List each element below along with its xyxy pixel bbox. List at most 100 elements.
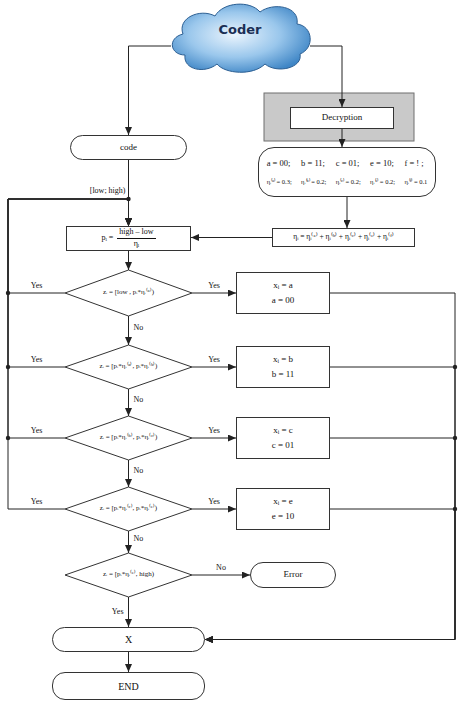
decision-diamond: zᵢ = [low , pᵢ*ηᵢ⁽ᵃ⁾) (65, 270, 192, 316)
diamond-outline (65, 416, 192, 460)
junction-dot (453, 436, 457, 440)
flow-arrow (129, 46, 172, 135)
diamond-outline (65, 270, 192, 316)
edge-label: No (134, 467, 144, 475)
edge-label: No (134, 324, 144, 332)
edge-label: Yes (31, 282, 43, 290)
flow-arrow (205, 509, 455, 640)
fraction-numerator: high – low (117, 228, 155, 239)
edge-label: Yes (208, 427, 220, 435)
key-entry: a = 00; (267, 159, 292, 168)
diamond-outline (65, 553, 192, 597)
edge-label: No (216, 564, 226, 572)
box-text: Error (284, 570, 303, 580)
flow-arrow (192, 509, 236, 510)
formula-box: pᵢ = high – lowηᵢ (66, 226, 191, 251)
box-text: c = 01 (272, 441, 295, 451)
flow-arrow (128, 316, 129, 345)
box-text: X (125, 634, 132, 645)
junction-dot (6, 365, 10, 369)
box-text: xᵢ = c (273, 426, 293, 436)
condition-text: zᵢ = [pᵢ*ηᵢ⁽ᵃ⁾, pᵢ*ηᵢ⁽ᵇ⁾) (100, 363, 158, 371)
decision-diamond: zᵢ = [pᵢ*ηᵢ⁽ᵇ⁾, pᵢ*ηᵢ⁽ᶜ⁾) (65, 416, 192, 460)
flow-arrow (128, 531, 129, 553)
flow-arrow (8, 199, 129, 367)
cloud-node: Coder (165, 0, 315, 75)
result-box: xᵢ = a a = 00 (236, 272, 330, 314)
key-entry: ηᵢ⁽ᵉ⁾ = 0.2; (370, 178, 395, 185)
edge-label: Yes (208, 282, 220, 290)
edge-label: Yes (208, 498, 220, 506)
cloud-label: Coder (218, 23, 261, 37)
box-text: e = 10 (272, 512, 295, 522)
flow-arrow (8, 199, 129, 438)
flow-arrow (205, 438, 455, 640)
junction-dot (126, 197, 130, 201)
junction-dot (453, 365, 457, 369)
result-box: xᵢ = b b = 11 (236, 346, 330, 388)
flow-arrow (191, 237, 272, 238)
result-box: xᵢ = c c = 01 (236, 417, 330, 459)
diamond-outline (65, 345, 192, 389)
flow-arrow (8, 199, 129, 293)
terminal-box: END (52, 672, 205, 700)
flow-arrow (128, 251, 129, 270)
edge-label: Yes (31, 427, 43, 435)
edge-label: Yes (31, 498, 43, 506)
flow-arrow (128, 597, 129, 627)
box-text: b = 11 (272, 370, 295, 380)
flow-arrow (310, 46, 342, 107)
key-entry: c = 01; (336, 159, 361, 168)
flow-arrow (128, 460, 129, 487)
box-text: xᵢ = e (273, 497, 293, 507)
junction-dot (453, 507, 457, 511)
edge-label: No (134, 535, 144, 543)
box-text: xᵢ = b (273, 355, 293, 365)
key-entry: e = 10; (370, 159, 395, 168)
key-entry: f = ! ; (404, 159, 427, 168)
terminal-box: X (52, 627, 205, 652)
key-entry: ηᵢ⁽ᶠ⁾ = 0.1 (404, 178, 427, 185)
cloud-shape (165, 0, 315, 75)
box-text: ηᵢ = ηᵢ⁽ᵃ⁾ + ηᵢ⁽ᵇ⁾ + ηᵢ⁽ᶜ⁾ + ηᵢ⁽ᵉ⁾ + ηᵢ⁽… (293, 233, 394, 241)
terminal-box: code (70, 135, 187, 160)
flow-arrow (8, 199, 129, 509)
decision-diamond: zᵢ = [pᵢ*ηᵢ⁽ᵃ⁾, pᵢ*ηᵢ⁽ᵇ⁾) (65, 345, 192, 389)
flow-arrow (192, 438, 236, 439)
flow-arrow (192, 293, 236, 294)
fraction: high – lowηᵢ (117, 228, 155, 249)
flow-arrow (128, 160, 129, 226)
result-box: xᵢ = e e = 10 (236, 488, 330, 530)
flow-arrow (192, 575, 250, 576)
edge-label: No (134, 396, 144, 404)
edge-label: Yes (208, 356, 220, 364)
edge-label: Yes (112, 608, 124, 616)
key-table-box: a = 00;b = 11;c = 01;e = 10;f = ! ;ηᵢ⁽ᵃ⁾… (258, 147, 436, 197)
edge-label: Yes (31, 356, 43, 364)
diamond-outline (65, 487, 192, 531)
condition-text: zᵢ = [pᵢ*ηᵢ⁽ᵉ⁾, high) (103, 571, 154, 579)
cloud-outline (172, 4, 310, 72)
shaded-band (264, 93, 414, 141)
key-entry: ηᵢ⁽ᵇ⁾ = 0.2; (301, 178, 326, 185)
flow-arrow (342, 129, 343, 147)
flow-arrow (205, 293, 455, 640)
box-text: END (118, 681, 139, 692)
terminal-box: Error (250, 562, 336, 588)
box-text: a = 00 (272, 296, 295, 306)
key-entry: ηᵢ⁽ᶜ⁾ = 0.2; (336, 178, 361, 185)
condition-text: zᵢ = [pᵢ*ηᵢ⁽ᵇ⁾, pᵢ*ηᵢ⁽ᶜ⁾) (100, 434, 158, 442)
edge-label: [low; high) (90, 187, 126, 195)
flow-arrow (205, 367, 455, 640)
decision-diamond: zᵢ = [pᵢ*ηᵢ⁽ᵉ⁾, high) (65, 553, 192, 597)
condition-text: zᵢ = [low , pᵢ*ηᵢ⁽ᵃ⁾) (103, 289, 154, 297)
junction-dot (6, 291, 10, 295)
box-text: Decryption (322, 113, 363, 123)
formula-text: pᵢ = (101, 234, 113, 243)
box-text: code (120, 143, 137, 153)
box-text: xᵢ = a (273, 281, 293, 291)
flow-arrow (347, 197, 348, 228)
decision-diamond: zᵢ = [pᵢ*ηᵢ⁽ᶜ⁾, pᵢ*ηᵢ⁽ᵉ⁾) (65, 487, 192, 531)
